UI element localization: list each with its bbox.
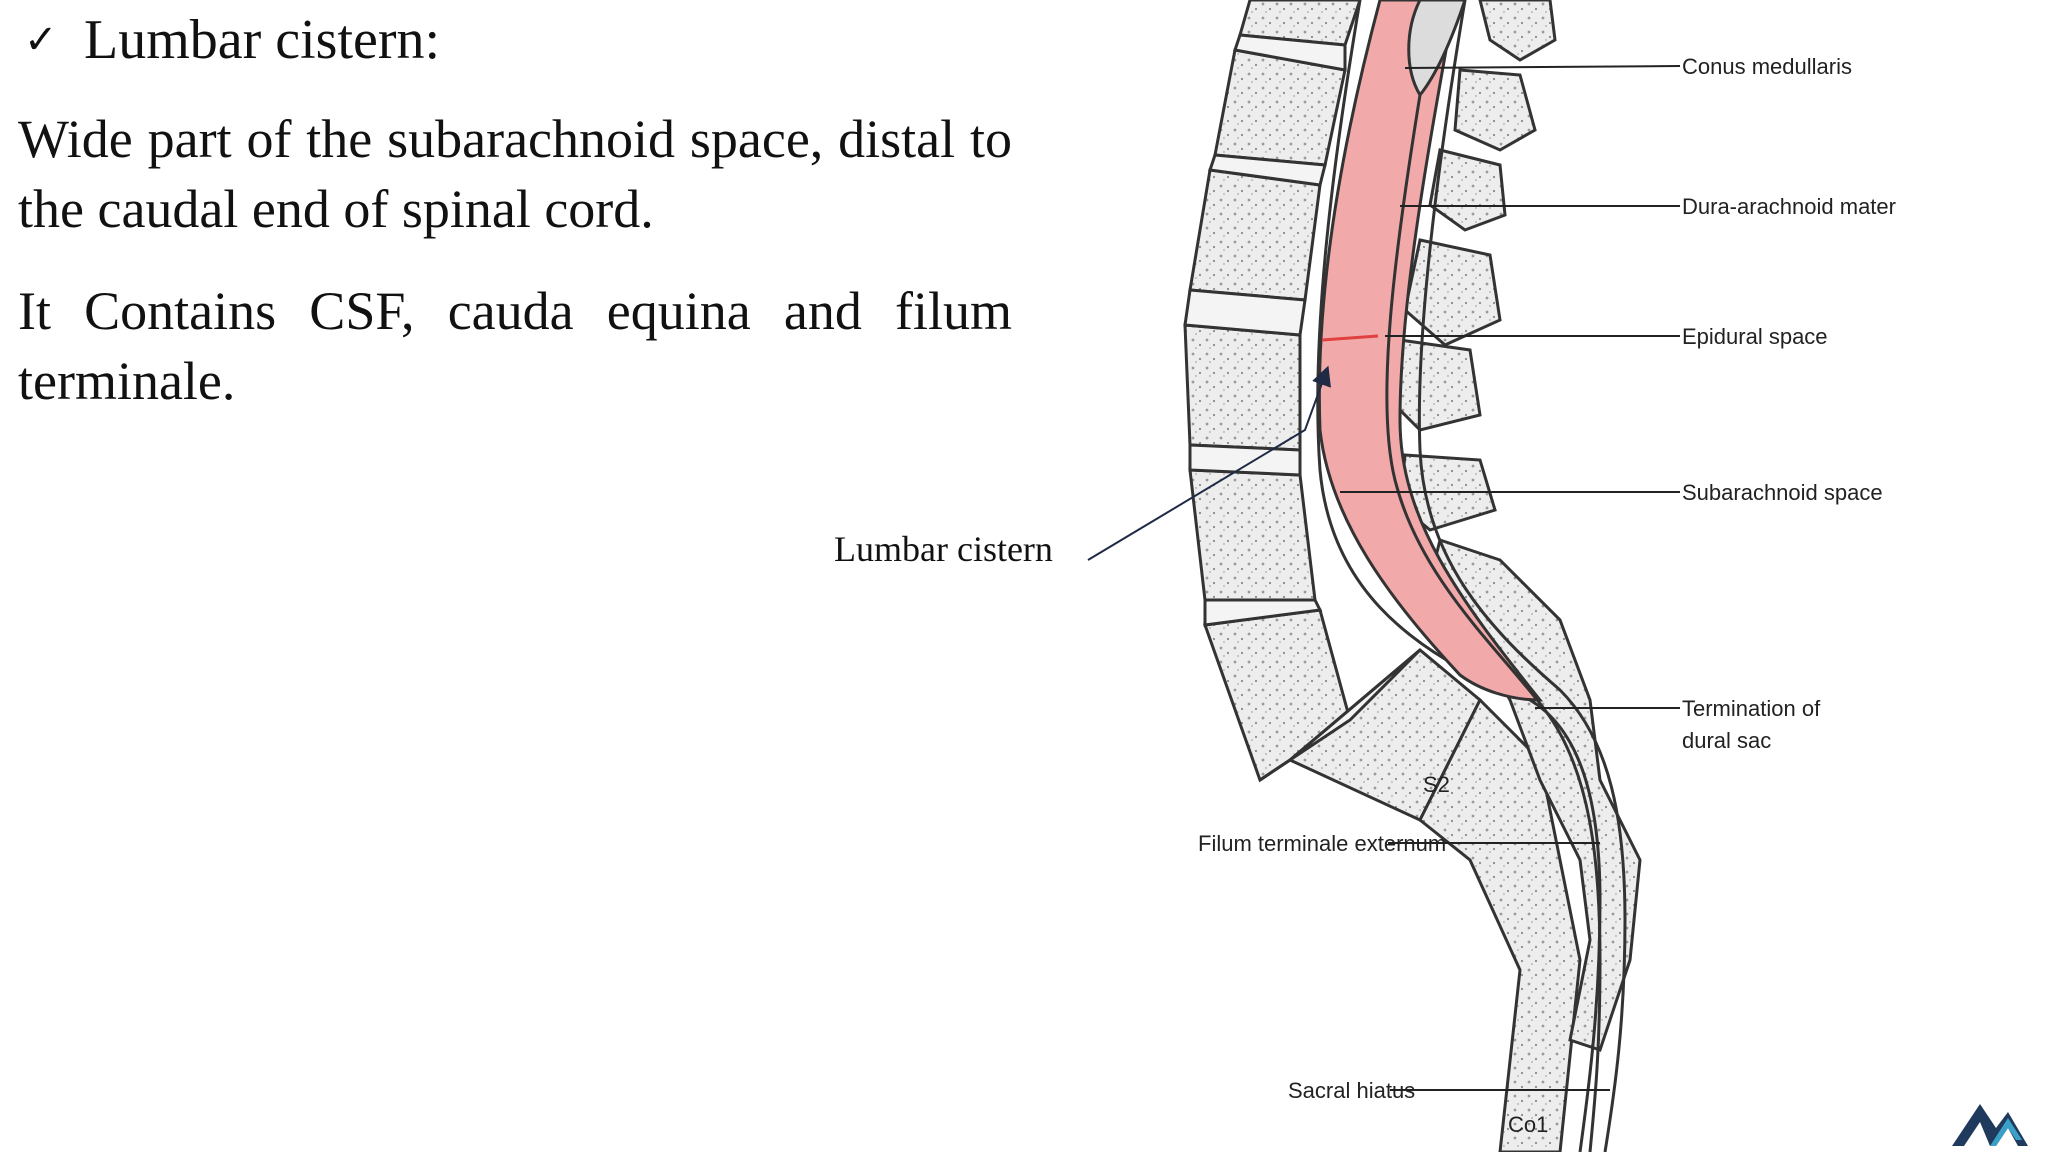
callout-label: Lumbar cistern: [834, 529, 1053, 569]
label-subarachnoid-space: Subarachnoid space: [1682, 480, 1883, 505]
paragraph-contents: It Contains CSF, cauda equina and filum …: [18, 281, 1012, 411]
label-s2: S2: [1423, 772, 1450, 797]
intervertebral-discs: [1183, 33, 1422, 782]
paragraph-definition: Wide part of the subarachnoid space, dis…: [18, 109, 1012, 239]
label-co1: Co1: [1508, 1112, 1548, 1137]
label-sacral-hiatus: Sacral hiatus: [1288, 1078, 1415, 1103]
label-epidural-space: Epidural space: [1682, 324, 1828, 349]
spinous-processes: [1388, 0, 1642, 1052]
label-termination-2: dural sac: [1682, 728, 1771, 753]
conus-medullaris: [1407, 0, 1467, 98]
filum-terminale: [1385, 94, 1602, 1152]
callout-arrow: [1087, 365, 1331, 561]
heading: ✓ Lumbar cistern:: [18, 0, 1018, 80]
brand-logo-icon: [1952, 1104, 2028, 1146]
label-filum-terminale-externum: Filum terminale externum: [1198, 831, 1446, 856]
heading-text: Lumbar cistern:: [84, 9, 441, 71]
label-termination-1: Termination of: [1682, 696, 1821, 721]
label-conus-medullaris: Conus medullaris: [1682, 54, 1852, 79]
lumbar-cistern-region: [1317, 0, 1544, 702]
text-block: ✓ Lumbar cistern:: [18, 0, 1018, 80]
label-dura-arachnoid: Dura-arachnoid mater: [1682, 194, 1896, 219]
cistern-marker: [1321, 334, 1379, 342]
leader-lines: [1340, 65, 1681, 1091]
checkmark-icon: ✓: [24, 17, 58, 63]
